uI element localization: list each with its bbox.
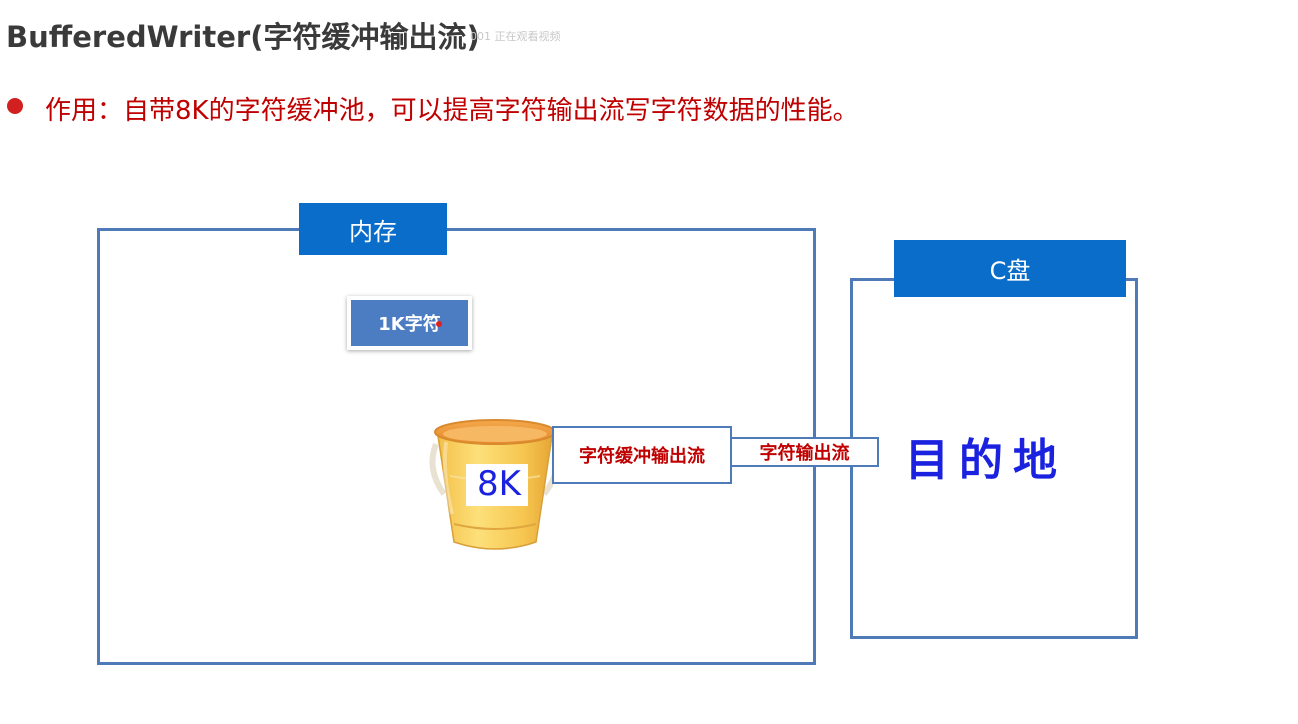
bucket-capacity-label: 8K	[477, 464, 521, 504]
pointer-dot	[436, 321, 442, 327]
char-chunk-label: 1K字符	[351, 300, 468, 346]
video-watermark: 001 正在观看视频	[470, 30, 561, 43]
char-chunk: 1K字符	[347, 296, 472, 350]
buffered-writer-stream: 字符缓冲输出流	[552, 426, 732, 484]
writer-stream: 字符输出流	[730, 437, 879, 467]
bullet-icon	[7, 98, 23, 114]
destination-handwriting: 目的地	[905, 435, 1067, 486]
page-title: BufferedWriter(字符缓冲输出流)	[6, 20, 480, 54]
bucket-icon	[429, 419, 561, 550]
bullet-text: 作用：自带8K的字符缓冲池，可以提高字符输出流写字符数据的性能。	[45, 96, 859, 126]
disk-label: C盘	[894, 240, 1126, 297]
memory-label: 内存	[299, 203, 447, 255]
